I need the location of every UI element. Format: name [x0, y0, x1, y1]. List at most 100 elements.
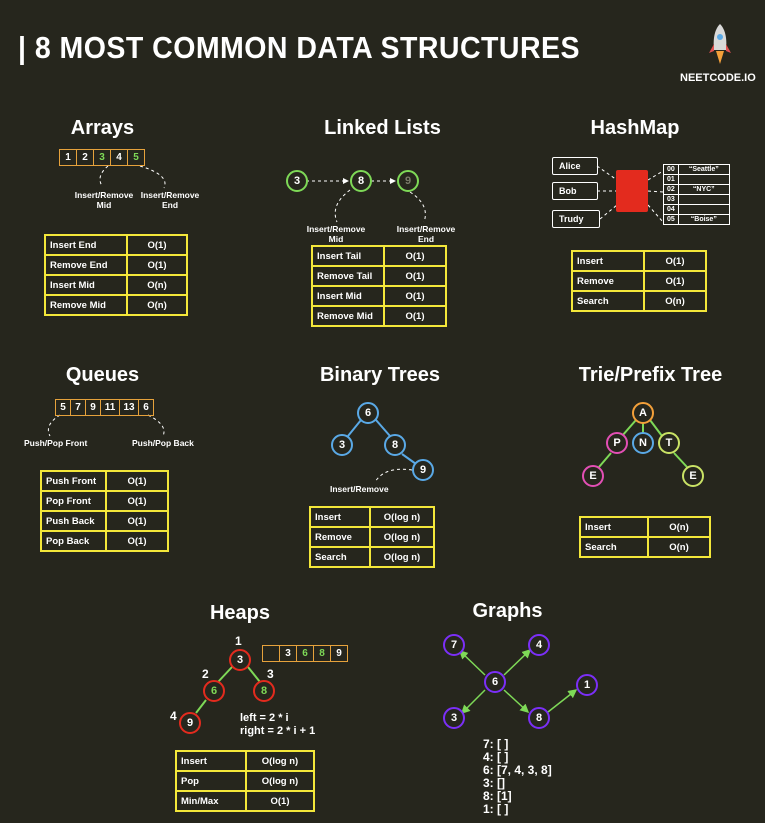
op-cost: O(1): [126, 254, 188, 276]
list-end-label: Insert/Remove End: [396, 224, 456, 244]
tree-node: 9: [412, 459, 434, 481]
bucket-value: “Boise”: [677, 214, 730, 225]
bucket-index: 02: [663, 184, 679, 195]
op-name: Insert: [579, 516, 649, 538]
heap-cell: 8: [313, 645, 331, 662]
hashmap-title: HashMap: [590, 117, 680, 139]
hash-key: Trudy: [552, 210, 600, 228]
queues-title: Queues: [65, 364, 140, 386]
queue-back-label: Push/Pop Back: [132, 438, 194, 448]
adjacency-row: 3: []: [483, 776, 505, 790]
op-name: Remove: [571, 270, 645, 292]
graph-node: 4: [528, 634, 550, 656]
heap-formula-left: left = 2 * i: [240, 712, 289, 724]
op-cost: O(1): [126, 234, 188, 256]
queue-cell: 5: [55, 399, 71, 416]
queue-cells: 5 7 9 11 13 6: [55, 399, 154, 416]
op-cost: O(1): [383, 245, 447, 267]
bucket-value: [677, 204, 730, 215]
trie-title: Trie/Prefix Tree: [578, 364, 723, 386]
heap-node: 6: [203, 680, 225, 702]
bucket-index: 03: [663, 194, 679, 205]
op-cost: O(1): [105, 530, 169, 552]
trie-node: P: [606, 432, 628, 454]
op-name: Remove Mid: [44, 294, 128, 316]
heap-index: 3: [267, 667, 274, 681]
op-cost: O(1): [383, 285, 447, 307]
adjacency-list: 7: [ ] 4: [ ] 6: [7, 4, 3, 8] 3: [] 8: […: [483, 738, 552, 816]
tree-node: 3: [331, 434, 353, 456]
linked-lists-title: Linked Lists: [324, 117, 441, 139]
op-name: Remove End: [44, 254, 128, 276]
heap-cell: [262, 645, 280, 662]
op-name: Pop Front: [40, 490, 107, 512]
page-title: | 8 MOST COMMON DATA STRUCTURES: [18, 30, 580, 65]
hash-buckets-table: 00“Seattle” 01 02“NYC” 03 04 05“Boise”: [663, 164, 730, 225]
bucket-index: 04: [663, 204, 679, 215]
op-name: Pop Back: [40, 530, 107, 552]
op-name: Search: [309, 546, 371, 568]
queue-cell: 9: [85, 399, 101, 416]
hash-key: Alice: [552, 157, 598, 175]
list-node: 9: [397, 170, 419, 192]
bucket-value: [677, 194, 730, 205]
trie-node: A: [632, 402, 654, 424]
op-cost: O(n): [126, 294, 188, 316]
adjacency-row: 1: [ ]: [483, 802, 509, 816]
adjacency-row: 6: [7, 4, 3, 8]: [483, 763, 552, 777]
op-name: Insert: [309, 506, 371, 528]
op-cost: O(1): [105, 510, 169, 532]
heaps-title: Heaps: [209, 602, 271, 624]
heap-node: 3: [229, 649, 251, 671]
op-name: Insert Tail: [311, 245, 385, 267]
op-cost: O(log n): [369, 506, 435, 528]
graphs-title: Graphs: [472, 600, 543, 622]
list-node: 8: [350, 170, 372, 192]
array-cell: 5: [127, 149, 145, 166]
heap-index: 4: [170, 709, 177, 723]
op-name: Min/Max: [175, 790, 247, 812]
bucket-index: 00: [663, 164, 679, 175]
adjacency-row: 4: [ ]: [483, 750, 509, 764]
op-name: Search: [579, 536, 649, 558]
queue-front-label: Push/Pop Front: [24, 438, 88, 448]
tree-insert-label: Insert/Remove: [330, 484, 389, 494]
graph-node: 8: [528, 707, 550, 729]
trie-node: E: [682, 465, 704, 487]
queue-cell: 7: [70, 399, 86, 416]
binary-trees-title: Binary Trees: [319, 364, 441, 386]
heap-node: 8: [253, 680, 275, 702]
brand-label: NEETCODE.IO: [680, 72, 756, 84]
op-cost: O(1): [383, 265, 447, 287]
op-cost: O(1): [245, 790, 315, 812]
graph-node: 6: [484, 671, 506, 693]
bucket-index: 05: [663, 214, 679, 225]
rocket-icon: [706, 22, 734, 73]
op-cost: O(1): [383, 305, 447, 327]
trie-node: N: [632, 432, 654, 454]
array-cells: 1 2 3 4 5: [59, 149, 145, 166]
array-cell: 2: [76, 149, 94, 166]
trie-node: E: [582, 465, 604, 487]
queue-cell: 6: [138, 399, 154, 416]
op-name: Insert Mid: [44, 274, 128, 296]
heap-cell: 6: [296, 645, 314, 662]
op-cost: O(1): [105, 490, 169, 512]
op-cost: O(1): [643, 270, 707, 292]
array-end-label: Insert/Remove End: [140, 190, 200, 210]
op-cost: O(n): [126, 274, 188, 296]
bucket-value: “NYC”: [677, 184, 730, 195]
adjacency-row: 8: [1]: [483, 789, 512, 803]
list-mid-label: Insert/Remove Mid: [306, 224, 366, 244]
hash-function-box: [616, 170, 648, 212]
arrays-title: Arrays: [70, 117, 135, 139]
op-name: Remove Tail: [311, 265, 385, 287]
op-name: Insert: [571, 250, 645, 272]
heap-index: 1: [235, 634, 242, 648]
array-cell: 4: [110, 149, 128, 166]
op-name: Push Front: [40, 470, 107, 492]
op-name: Pop: [175, 770, 247, 792]
